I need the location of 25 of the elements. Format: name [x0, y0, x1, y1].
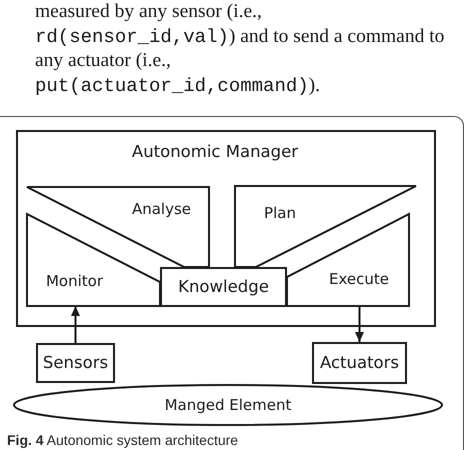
arrow: [71, 306, 80, 343]
process-box: [312, 342, 407, 384]
process-box: [160, 267, 287, 307]
paragraph-text: ) and to send a command to: [228, 26, 444, 46]
shape-label: Analyse: [132, 200, 192, 218]
box-label: Actuators: [320, 353, 400, 373]
container-title: Autonomic Manager: [132, 142, 298, 162]
arrow: [355, 306, 364, 342]
code-snippet: put(actuator_id,command): [35, 74, 309, 96]
trapezoid-shape: [234, 185, 417, 268]
container-box: [16, 130, 436, 327]
paragraph-text: ).: [308, 74, 320, 96]
shape-label: Manged Element: [164, 396, 292, 414]
shape-label: Monitor: [46, 272, 104, 290]
shape-label: Execute: [329, 270, 389, 288]
trapezoid-shape: [26, 186, 210, 268]
box-label: Sensors: [42, 353, 108, 373]
ellipse-shape: [13, 384, 443, 426]
shape-label: Plan: [264, 204, 296, 222]
code-snippet: rd(sensor_id,val): [35, 26, 229, 48]
process-box: [36, 343, 115, 383]
paragraph-text: measured by any sensor (i.e.,: [35, 1, 262, 22]
figure-caption: Fig. 4 Autonomic system architecture: [7, 432, 238, 448]
paragraph-text: any actuator (i.e.,: [35, 50, 171, 71]
box-label: Knowledge: [178, 277, 269, 297]
